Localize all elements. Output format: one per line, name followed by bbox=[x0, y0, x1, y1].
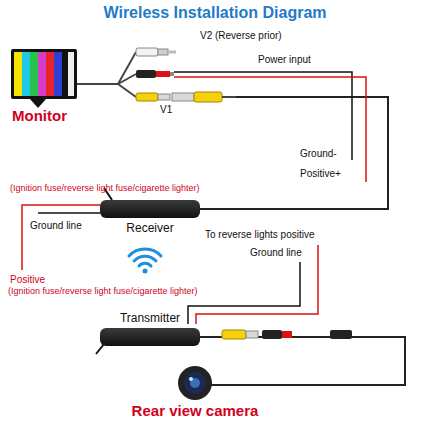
transmitter-wires bbox=[96, 245, 318, 354]
rca-plug-yellow bbox=[172, 93, 194, 101]
transmitter-wires bbox=[196, 245, 318, 324]
receiver-unit: Receiver bbox=[100, 200, 200, 236]
connector-label: V1 bbox=[160, 104, 172, 115]
monitor-screen bbox=[46, 52, 54, 96]
receiver-wires bbox=[38, 212, 100, 214]
text-row: Transmitter bbox=[100, 308, 200, 326]
transmitter-rca-plugs bbox=[282, 331, 292, 338]
wifi-symbol bbox=[139, 263, 151, 266]
camera-lens bbox=[178, 366, 212, 400]
camera-lens bbox=[178, 366, 272, 400]
text-row: Rear view camera bbox=[125, 402, 265, 420]
power-wires bbox=[174, 72, 352, 160]
power-wires bbox=[174, 72, 366, 182]
wifi-symbol bbox=[129, 249, 161, 273]
monitor-harness bbox=[118, 84, 136, 97]
rca-plug-white bbox=[136, 48, 158, 56]
wire-label: Positive bbox=[10, 274, 45, 285]
wifi-symbol bbox=[129, 249, 161, 256]
wire-label: Ground line bbox=[30, 220, 82, 231]
cable-connector bbox=[200, 97, 388, 209]
rca-plug-yellow bbox=[158, 94, 170, 100]
rca-plug-yellow bbox=[136, 93, 158, 101]
monitor-harness bbox=[77, 83, 118, 85]
camera-lens bbox=[184, 372, 206, 394]
rca-plug-white bbox=[158, 49, 168, 55]
connector-label: Power input bbox=[258, 54, 311, 65]
monitor-screen bbox=[38, 52, 46, 96]
wire-label: To reverse lights positive bbox=[205, 229, 315, 240]
camera-lens bbox=[190, 378, 200, 388]
power-plug bbox=[156, 71, 170, 77]
transmitter-rca-plugs bbox=[222, 330, 352, 339]
rca-plug-white bbox=[168, 51, 176, 54]
wifi-symbol bbox=[134, 256, 156, 261]
rca-plug-yellow bbox=[222, 96, 236, 98]
monitor-screen bbox=[22, 52, 30, 96]
power-wires bbox=[174, 77, 366, 182]
transmitter-rca-plugs bbox=[330, 330, 352, 339]
node-label: Monitor bbox=[12, 107, 67, 124]
monitor-screen bbox=[30, 99, 46, 108]
wire-label: Positive+ bbox=[300, 168, 341, 179]
wire-label: Ground line bbox=[250, 247, 302, 258]
monitor-screen bbox=[11, 49, 77, 108]
unit-body bbox=[100, 200, 200, 218]
power-plug bbox=[136, 70, 174, 78]
node-label: Receiver bbox=[126, 221, 173, 235]
monitor-screen bbox=[14, 52, 22, 96]
node-label: Transmitter bbox=[120, 311, 180, 325]
rca-plug-yellow bbox=[194, 92, 222, 102]
rca-plug-yellow bbox=[136, 92, 236, 102]
camera-lens bbox=[211, 384, 272, 386]
power-plug bbox=[136, 70, 156, 78]
monitor-screen bbox=[11, 49, 77, 99]
transmitter-rca-plugs bbox=[246, 331, 258, 338]
wifi-symbol bbox=[143, 269, 148, 274]
monitor-harness bbox=[118, 74, 136, 84]
text-row: Receiver bbox=[100, 218, 200, 236]
node-label: Rear view camera bbox=[132, 402, 259, 419]
monitor-harness bbox=[77, 52, 136, 97]
monitor-screen bbox=[62, 52, 68, 96]
unit-body bbox=[100, 328, 200, 346]
text-row: Monitor bbox=[12, 107, 236, 125]
note-label: (Ignition fuse/reverse light fuse/cigare… bbox=[8, 286, 198, 296]
connector-label: V2 (Reverse prior) bbox=[200, 30, 282, 41]
camera-lens bbox=[189, 377, 193, 381]
transmitter-unit: Transmitter bbox=[100, 308, 200, 346]
power-plug bbox=[170, 72, 174, 76]
camera-node: Rear view camera bbox=[125, 362, 265, 422]
receiver-wires bbox=[22, 205, 100, 270]
receiver-wires bbox=[22, 188, 112, 270]
monitor-screen bbox=[30, 52, 38, 96]
rca-plug-white bbox=[136, 48, 176, 56]
transmitter-rca-plugs bbox=[262, 330, 282, 339]
transmitter-rca-plugs bbox=[222, 330, 246, 339]
monitor-node: Monitor bbox=[10, 45, 236, 129]
cable-connector bbox=[200, 337, 405, 385]
monitor-harness bbox=[118, 52, 136, 84]
transmitter-wires bbox=[188, 262, 300, 324]
wire-label: Ground- bbox=[300, 148, 337, 159]
note-label: (Ignition fuse/reverse light fuse/cigare… bbox=[10, 183, 200, 193]
monitor-screen bbox=[54, 52, 62, 96]
monitor-screen bbox=[68, 52, 74, 96]
diagram-title: Wireless Installation Diagram bbox=[0, 4, 430, 22]
